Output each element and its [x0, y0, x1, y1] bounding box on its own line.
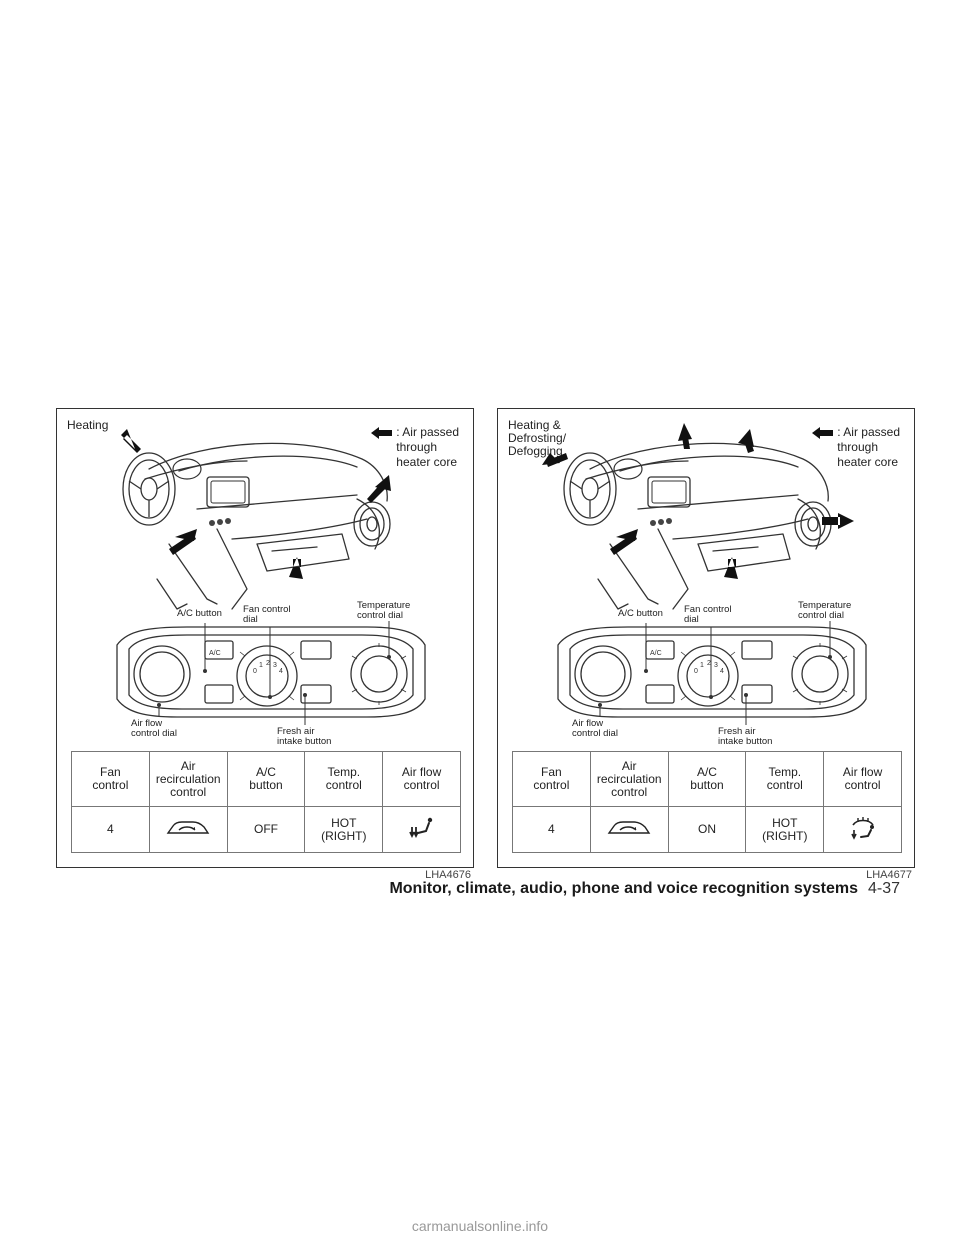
fan-scale-4: 4	[720, 668, 724, 675]
figure-heating-defrosting: Heating & Defrosting/ Defogging : Air pa…	[497, 408, 915, 881]
watermark: carmanualsonline.info	[411, 1218, 549, 1234]
figure-title: Heating & Defrosting/ Defogging	[508, 418, 567, 458]
fan-scale-2: 2	[266, 660, 270, 667]
defrost-foot-icon	[850, 817, 874, 840]
recirculation-icon	[166, 821, 210, 834]
panel-ac-text: A/C	[650, 650, 662, 657]
table-header: Fan control	[512, 751, 591, 807]
table-header: Temp. control	[745, 751, 825, 807]
figure-code: LHA4677	[866, 869, 912, 881]
legend: : Air passed through heater core	[370, 425, 459, 470]
dashboard-illustration: A/C 0 1 2 3 4	[116, 429, 426, 725]
figure-title: Heating	[67, 418, 109, 432]
air-arrow-icon	[812, 427, 834, 439]
table-cell: 4	[512, 806, 591, 853]
label-airflow-dial: Air flow control dial	[572, 718, 618, 739]
fan-scale-1: 1	[700, 662, 704, 669]
table-header: Fan control	[71, 751, 150, 807]
air-arrow-icon	[371, 427, 393, 439]
table-cell	[148, 806, 228, 853]
legend: : Air passed through heater core	[811, 425, 900, 470]
fan-scale-4: 4	[279, 668, 283, 675]
fan-scale-1: 1	[259, 662, 263, 669]
table-header: Temp. control	[304, 751, 384, 807]
recirculation-icon	[607, 821, 651, 834]
table-cell: ON	[667, 806, 747, 853]
table-header: Air recirculation control	[589, 751, 669, 807]
fan-scale-0: 0	[694, 668, 698, 675]
table-header: A/C button	[226, 751, 306, 807]
settings-table: Fan control Air recirculation control A/…	[512, 751, 902, 853]
panel-ac-text: A/C	[209, 650, 221, 657]
section-title: Monitor, climate, audio, phone and voice…	[389, 880, 858, 897]
table-cell	[823, 806, 902, 853]
label-fan-dial: Fan control dial	[243, 604, 291, 625]
foot-vent-icon	[408, 817, 432, 839]
fan-scale-3: 3	[273, 662, 277, 669]
figure-code: LHA4676	[425, 869, 471, 881]
label-ac-button: A/C button	[618, 608, 663, 619]
table-cell: 4	[71, 806, 150, 853]
label-fan-dial: Fan control dial	[684, 604, 732, 625]
fan-scale-0: 0	[253, 668, 257, 675]
fan-scale-3: 3	[714, 662, 718, 669]
legend-text: : Air passed through heater core	[837, 425, 900, 469]
table-cell	[382, 806, 461, 853]
dashboard-illustration: A/C 0 1 2 3 4	[542, 423, 867, 725]
legend-text: : Air passed through heater core	[396, 425, 459, 469]
figure-heating: Heating : Air passed through heater core	[56, 408, 474, 881]
fan-scale-2: 2	[707, 660, 711, 667]
table-header: A/C button	[667, 751, 747, 807]
label-ac-button: A/C button	[177, 608, 222, 619]
table-cell	[589, 806, 669, 853]
table-cell: OFF	[226, 806, 306, 853]
table-cell: HOT (RIGHT)	[304, 806, 384, 853]
label-airflow-dial: Air flow control dial	[131, 718, 177, 739]
table-header: Air flow control	[823, 751, 902, 807]
label-temp-dial: Temperature control dial	[798, 600, 852, 621]
page-number: 4-37	[867, 880, 900, 897]
table-header: Air flow control	[382, 751, 461, 807]
label-temp-dial: Temperature control dial	[357, 600, 411, 621]
label-fresh-air: Fresh air intake button	[277, 726, 332, 747]
table-cell: HOT (RIGHT)	[745, 806, 825, 853]
label-fresh-air: Fresh air intake button	[718, 726, 773, 747]
table-header: Air recirculation control	[148, 751, 228, 807]
page-footer: Monitor, climate, audio, phone and voice…	[389, 880, 900, 898]
settings-table: Fan control Air recirculation control A/…	[71, 751, 461, 853]
